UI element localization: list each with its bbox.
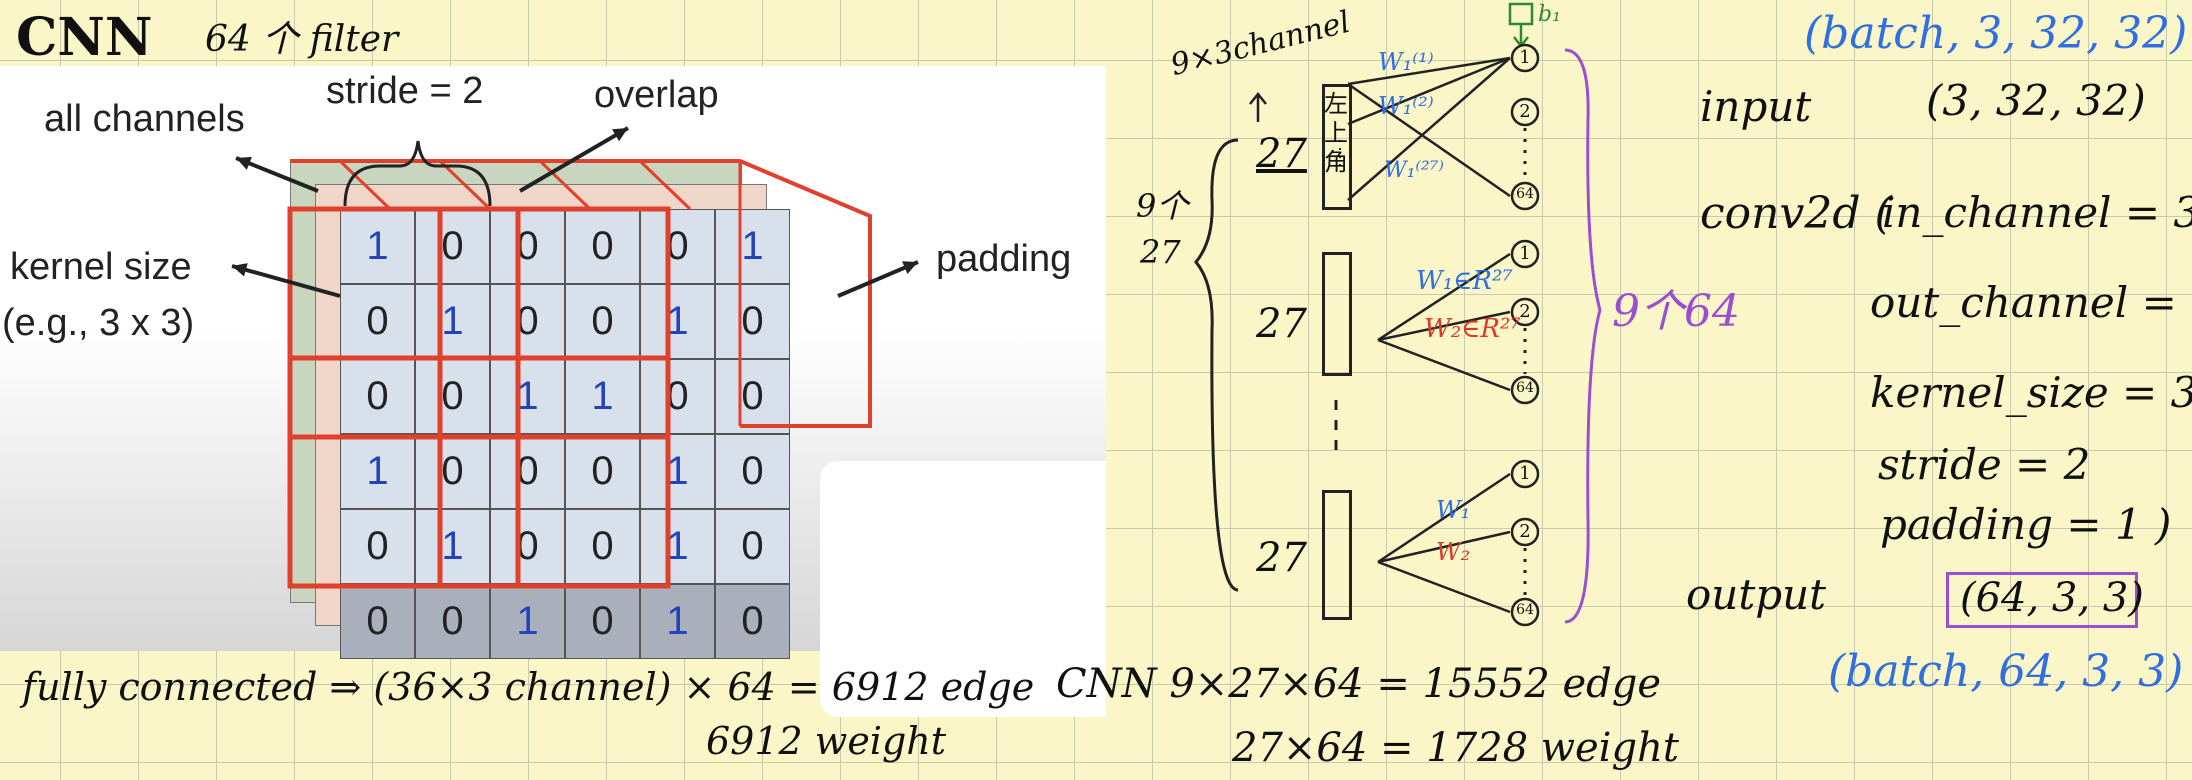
weight-mid-1: W₁∈R²⁷ — [1416, 268, 1513, 294]
block1-size: 27 — [1256, 134, 1307, 174]
weight-top-27: W₁⁽²⁷⁾ — [1384, 160, 1444, 182]
weight-top-2: W₁⁽²⁾ — [1378, 94, 1434, 118]
cnn-edge-count: CNN 9×27×64 = 15552 edge — [1056, 664, 1661, 704]
output-node-label: 1 — [1512, 465, 1538, 483]
output-node-label: 64 — [1512, 381, 1538, 395]
padding-param: padding = 1 ) — [1880, 504, 2171, 546]
bias-box — [1510, 4, 1532, 24]
weight-top-1: W₁⁽¹⁾ — [1378, 50, 1434, 74]
output-shape: (64, 3, 3) — [1960, 578, 2144, 618]
output-node-label: 64 — [1512, 603, 1538, 617]
stride-param: stride = 2 — [1878, 444, 2090, 486]
output-node-label: 2 — [1512, 303, 1538, 321]
input-label: input — [1700, 86, 1811, 128]
brace-label: 9个64 — [1612, 290, 1740, 334]
bias-arrow — [1514, 24, 1528, 46]
input-block-2 — [1322, 252, 1352, 376]
block2-size: 27 — [1256, 304, 1307, 344]
input-block-3 — [1322, 490, 1352, 620]
block1-text: 左上角 — [1324, 90, 1348, 176]
batch-output-shape: (batch, 64, 3, 3) — [1828, 650, 2183, 694]
kernel-size-param: kernel_size = 3 — [1870, 372, 2192, 414]
weight-bot-2: W₂ — [1436, 540, 1470, 564]
output-node-label: 2 — [1512, 103, 1538, 121]
weight-mid-2: W₂∈R²⁷ — [1424, 316, 1521, 342]
edge-1-2 — [1378, 340, 1510, 390]
weight-bot-1: W₁ — [1436, 498, 1470, 522]
cnn-weight-count: 27×64 = 1728 weight — [1232, 728, 1679, 768]
output-node-label: 1 — [1512, 49, 1538, 67]
out-channel-param: out_channel = 64 — [1870, 282, 2192, 324]
block3-size: 27 — [1256, 538, 1307, 578]
output-node-label: 64 — [1512, 187, 1538, 201]
input-shape: (3, 32, 32) — [1926, 80, 2146, 122]
output-label: output — [1686, 574, 1826, 616]
in-channel-param: in_channel = 3 — [1882, 192, 2192, 234]
conv2d-label: conv2d ( — [1700, 192, 1892, 236]
batch-input-shape: (batch, 3, 32, 32) — [1804, 12, 2187, 56]
group-count-label: 9个 — [1136, 190, 1188, 222]
output-node-label: 1 — [1512, 245, 1538, 263]
output-brace — [1565, 50, 1600, 622]
group-brace — [1196, 140, 1238, 590]
output-node-label: 2 — [1512, 523, 1538, 541]
edge-2-2 — [1378, 562, 1510, 612]
group-size-side-label: 27 — [1140, 236, 1181, 268]
channel-arrow — [1250, 94, 1266, 122]
bias-label: b₁ — [1538, 4, 1561, 26]
